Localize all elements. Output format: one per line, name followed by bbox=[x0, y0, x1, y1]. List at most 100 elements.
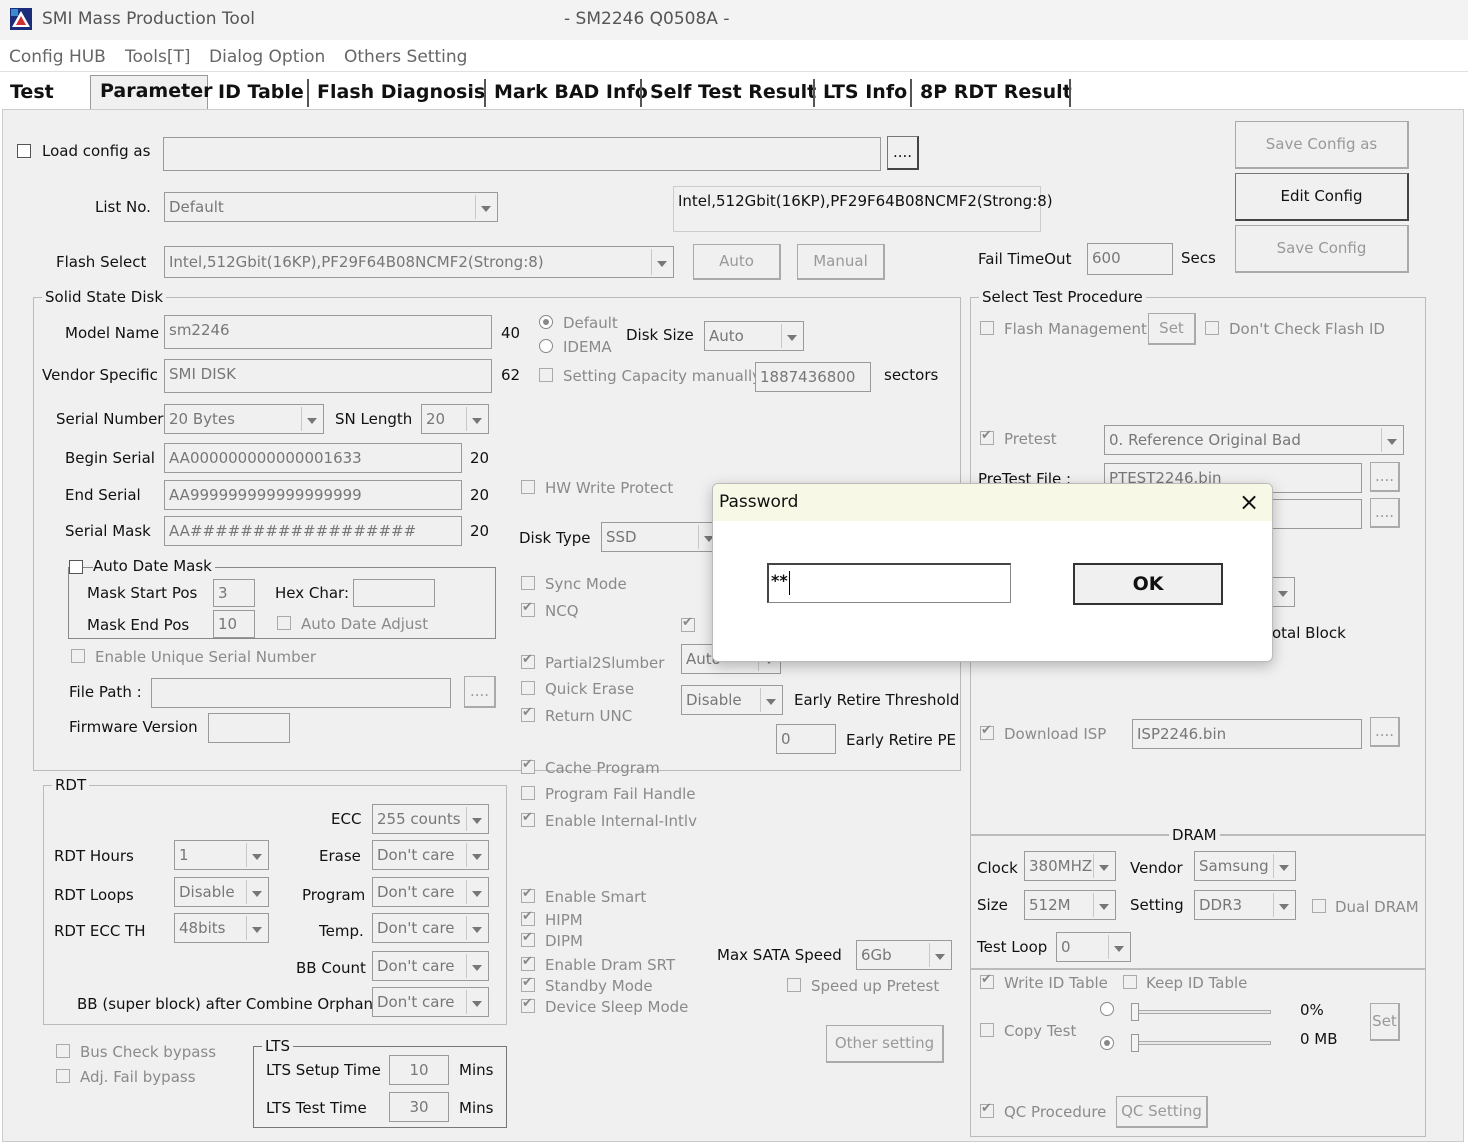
vendor-select[interactable]: Samsung bbox=[1194, 851, 1296, 881]
mask-start-input[interactable]: 3 bbox=[213, 579, 255, 607]
return-unc-checkbox[interactable] bbox=[521, 705, 535, 722]
dram-srt-checkbox[interactable] bbox=[521, 954, 535, 971]
setting-select[interactable]: DDR3 bbox=[1194, 890, 1296, 920]
sync-mode-checkbox[interactable] bbox=[521, 576, 535, 590]
program-select[interactable]: Don't care bbox=[372, 877, 489, 907]
disk-size-select[interactable]: Auto bbox=[704, 321, 804, 351]
load-config-checkbox[interactable] bbox=[17, 144, 31, 158]
tab-parameter[interactable]: Parameter bbox=[90, 75, 212, 109]
tab-lts-info[interactable]: LTS Info bbox=[823, 81, 908, 103]
other-setting-button[interactable]: Other setting bbox=[826, 1025, 944, 1063]
partial2slumber-checkbox[interactable] bbox=[521, 652, 535, 669]
adj-fail-bypass-checkbox[interactable] bbox=[56, 1069, 70, 1083]
mask-end-input[interactable]: 10 bbox=[213, 610, 255, 638]
pretest-select[interactable]: 0. Reference Original Bad bbox=[1104, 425, 1404, 455]
download-isp-checkbox[interactable] bbox=[980, 723, 994, 740]
capacity-input[interactable]: 1887436800 bbox=[755, 362, 871, 392]
ecc-select[interactable]: 255 counts bbox=[372, 804, 489, 834]
auto-date-mask-checkbox[interactable] bbox=[69, 560, 83, 574]
dont-check-flash-id-checkbox[interactable] bbox=[1205, 321, 1219, 335]
idema-radio[interactable] bbox=[539, 339, 553, 353]
vendor-specific-input[interactable]: SMI DISK bbox=[164, 359, 492, 393]
program-fail-checkbox[interactable] bbox=[521, 786, 535, 800]
end-serial-input[interactable]: AA999999999999999999 bbox=[164, 480, 462, 510]
model-name-input[interactable]: sm2246 bbox=[164, 315, 492, 349]
load-config-path[interactable] bbox=[163, 137, 881, 171]
test-loop-select[interactable]: 0 bbox=[1056, 932, 1131, 962]
menu-config-hub[interactable]: Config HUB bbox=[9, 47, 106, 67]
slider-thumb[interactable] bbox=[1131, 1034, 1139, 1052]
tab-id-table[interactable]: ID Table bbox=[218, 81, 304, 103]
tab-test[interactable]: Test bbox=[10, 81, 54, 103]
unique-serial-checkbox[interactable] bbox=[71, 649, 85, 663]
rdt-hours-select[interactable]: 1 bbox=[174, 840, 269, 870]
enable-smart-checkbox[interactable] bbox=[521, 886, 535, 903]
isp-file-input[interactable]: ISP2246.bin bbox=[1132, 719, 1362, 749]
tab-self-test-result[interactable]: Self Test Result bbox=[650, 81, 817, 103]
bb-super-select[interactable]: Don't care bbox=[372, 987, 489, 1017]
edit-config-button[interactable]: Edit Config bbox=[1235, 173, 1409, 221]
copy-radio-1[interactable] bbox=[1100, 1002, 1114, 1016]
serial-number-select[interactable]: 20 Bytes bbox=[164, 404, 324, 434]
lts-test-input[interactable]: 30 bbox=[389, 1092, 449, 1122]
hex-char-input[interactable] bbox=[353, 579, 435, 607]
menu-tools[interactable]: Tools[T] bbox=[125, 47, 191, 67]
hw-write-protect-checkbox[interactable] bbox=[521, 480, 535, 494]
ok-button[interactable]: OK bbox=[1073, 563, 1223, 605]
slider-thumb[interactable] bbox=[1131, 1003, 1139, 1021]
file-path-input[interactable] bbox=[151, 678, 451, 708]
clock-select[interactable]: 380MHZ bbox=[1024, 851, 1116, 881]
save-config-as-button[interactable]: Save Config as bbox=[1235, 121, 1409, 169]
size-select[interactable]: 512M bbox=[1024, 890, 1116, 920]
list-no-select[interactable]: Default bbox=[164, 192, 498, 222]
tab-flash-diagnosis[interactable]: Flash Diagnosis bbox=[317, 81, 486, 103]
bb-count-select[interactable]: Don't care bbox=[372, 951, 489, 981]
erase-select[interactable]: Don't care bbox=[372, 840, 489, 870]
percent-slider[interactable] bbox=[1131, 1003, 1271, 1021]
qc-procedure-checkbox[interactable] bbox=[980, 1101, 994, 1118]
save-config-button[interactable]: Save Config bbox=[1235, 225, 1409, 273]
internal-intlv-checkbox[interactable] bbox=[521, 810, 535, 827]
lts-setup-input[interactable]: 10 bbox=[389, 1055, 449, 1085]
keep-id-table-checkbox[interactable] bbox=[1123, 975, 1137, 989]
cache-program-checkbox[interactable] bbox=[521, 757, 535, 774]
qc-setting-button[interactable]: QC Setting bbox=[1116, 1096, 1208, 1128]
quick-erase-checkbox[interactable] bbox=[521, 681, 535, 695]
bus-check-bypass-checkbox[interactable] bbox=[56, 1044, 70, 1058]
rdt-ecc-th-select[interactable]: 48bits bbox=[174, 913, 269, 943]
sn-length-select[interactable]: 20 bbox=[421, 404, 489, 434]
rdt-loops-select[interactable]: Disable bbox=[174, 877, 269, 907]
fail-timeout-input[interactable]: 600 bbox=[1087, 243, 1173, 275]
tab-8p-rdt-result[interactable]: 8P RDT Result bbox=[920, 81, 1072, 103]
temp-select[interactable]: Don't care bbox=[372, 913, 489, 943]
default-radio[interactable] bbox=[539, 315, 553, 329]
isp-file-browse-button[interactable]: .... bbox=[1370, 717, 1400, 747]
firmware-version-input[interactable] bbox=[208, 713, 290, 743]
begin-serial-input[interactable]: AA000000000000001633 bbox=[164, 443, 462, 473]
menu-dialog-option[interactable]: Dialog Option bbox=[209, 47, 326, 67]
max-sata-select[interactable]: 6Gb bbox=[856, 940, 952, 970]
ncq-checkbox[interactable] bbox=[521, 600, 535, 617]
menu-others-setting[interactable]: Others Setting bbox=[344, 47, 468, 67]
load-config-browse-button[interactable]: .... bbox=[887, 136, 919, 170]
serial-mask-input[interactable]: AA################## bbox=[164, 516, 462, 546]
manual-button[interactable]: Manual bbox=[797, 244, 885, 280]
early-retire-pe-input[interactable]: 0 bbox=[776, 724, 836, 754]
auto-date-adjust-checkbox[interactable] bbox=[277, 616, 291, 630]
pretest-file-browse-button[interactable]: .... bbox=[1370, 462, 1400, 492]
setting-capacity-checkbox[interactable] bbox=[539, 368, 553, 382]
early-retire-select[interactable]: Disable bbox=[681, 685, 783, 715]
auto-button[interactable]: Auto bbox=[693, 244, 781, 280]
dual-dram-checkbox[interactable] bbox=[1312, 899, 1326, 913]
flash-management-checkbox[interactable] bbox=[980, 321, 994, 335]
hipm-checkbox[interactable] bbox=[521, 909, 535, 926]
standby-checkbox[interactable] bbox=[521, 975, 535, 992]
file-path-browse-button[interactable]: .... bbox=[464, 676, 496, 708]
password-input[interactable]: ** bbox=[767, 563, 1011, 603]
flash-management-set-button[interactable]: Set bbox=[1148, 313, 1196, 345]
dipm-checkbox[interactable] bbox=[521, 930, 535, 947]
device-sleep-checkbox[interactable] bbox=[521, 996, 535, 1013]
pretest-checkbox[interactable] bbox=[980, 428, 994, 445]
copy-radio-2[interactable] bbox=[1100, 1036, 1114, 1050]
mb-slider[interactable] bbox=[1131, 1034, 1271, 1052]
